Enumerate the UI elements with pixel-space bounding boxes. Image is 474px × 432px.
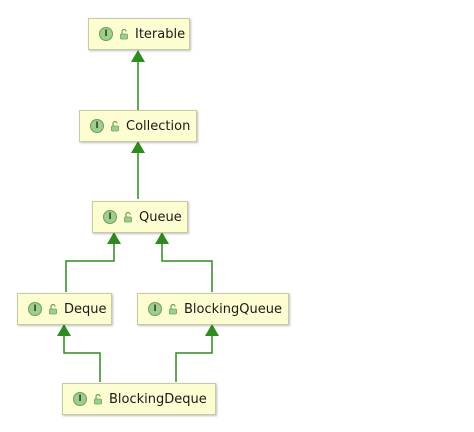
interface-badge-icon: I — [28, 302, 42, 316]
node-label: BlockingDeque — [109, 391, 207, 407]
public-lock-icon — [111, 120, 119, 132]
interface-badge-icon: I — [99, 27, 113, 41]
edge-arrowhead — [131, 50, 145, 62]
edge-arrowhead — [131, 141, 145, 153]
public-lock-icon — [49, 303, 57, 315]
public-lock-icon — [169, 303, 177, 315]
edge-deque-queue — [65, 244, 115, 292]
node-blocking-deque[interactable]: I BlockingDeque — [62, 383, 216, 415]
node-queue[interactable]: I Queue — [92, 201, 188, 233]
node-collection[interactable]: I Collection — [79, 110, 197, 142]
node-blocking-queue[interactable]: I BlockingQueue — [137, 293, 289, 325]
public-lock-icon — [94, 393, 102, 405]
interface-badge-icon: I — [73, 392, 87, 406]
node-label: Iterable — [135, 26, 186, 42]
node-iterable[interactable]: I Iterable — [88, 18, 190, 50]
edge-blockingdeque-deque — [63, 336, 101, 382]
interface-badge-icon: I — [103, 210, 117, 224]
edge-arrowhead — [155, 232, 169, 244]
edge-arrowhead — [107, 232, 121, 244]
edge-blockingdeque-blockingqueue — [175, 336, 213, 382]
public-lock-icon — [124, 211, 132, 223]
node-deque[interactable]: I Deque — [17, 293, 112, 325]
edge-blockingqueue-queue — [161, 244, 213, 292]
edge-arrowhead — [57, 324, 71, 336]
node-label: Queue — [139, 209, 182, 225]
node-label: Collection — [126, 118, 191, 134]
node-label: Deque — [64, 301, 107, 317]
node-label: BlockingQueue — [184, 301, 282, 317]
public-lock-icon — [120, 28, 128, 40]
interface-badge-icon: I — [148, 302, 162, 316]
edge-arrowhead — [205, 324, 219, 336]
interface-badge-icon: I — [90, 119, 104, 133]
